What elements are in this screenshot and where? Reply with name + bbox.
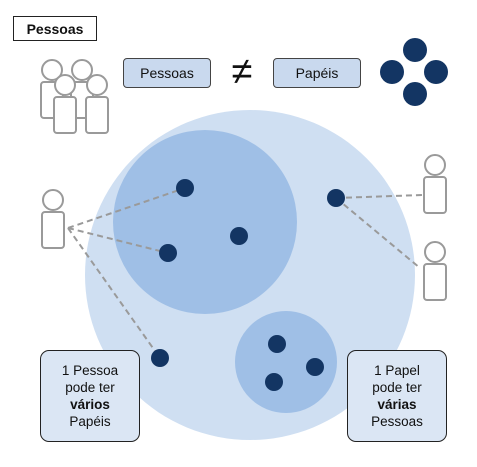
note-right-line2: pode ter [372, 380, 422, 395]
person-left-icon [41, 189, 65, 249]
role-dot [265, 373, 283, 391]
connector-lines [67, 187, 423, 359]
role-group-small-circle [235, 311, 337, 413]
person-right-top-icon [423, 154, 447, 214]
role-dot [268, 335, 286, 353]
people-label: Pessoas [123, 58, 211, 88]
note-right-line4: Pessoas [371, 414, 423, 429]
note-left-line1: 1 Pessoa [61, 363, 119, 378]
note-left-line2: pode ter [65, 380, 115, 395]
role-dot [151, 349, 169, 367]
not-equal-symbol: ≠ [231, 51, 253, 93]
role-dot [230, 227, 248, 245]
role-dots [151, 179, 345, 391]
note-left-line3: vários [70, 397, 110, 412]
role-dot [327, 189, 345, 207]
role-dot [176, 179, 194, 197]
role-group-large-circle [113, 130, 297, 314]
note-left-line4: Papéis [69, 414, 111, 429]
note-one-person-many-roles: 1 Pessoa pode ter vários Papéis [40, 350, 140, 442]
person-right-bottom-icon [423, 241, 447, 301]
diagram-title: Pessoas [13, 16, 97, 41]
role-dot [306, 358, 324, 376]
people-group-icon [40, 59, 109, 134]
note-right-line1: 1 Papel [374, 363, 420, 378]
roles-icon [380, 38, 448, 106]
roles-label: Papéis [273, 58, 361, 88]
note-one-role-many-people: 1 Papel pode ter várias Pessoas [347, 350, 447, 442]
role-dot [159, 244, 177, 262]
note-right-line3: várias [377, 397, 417, 412]
